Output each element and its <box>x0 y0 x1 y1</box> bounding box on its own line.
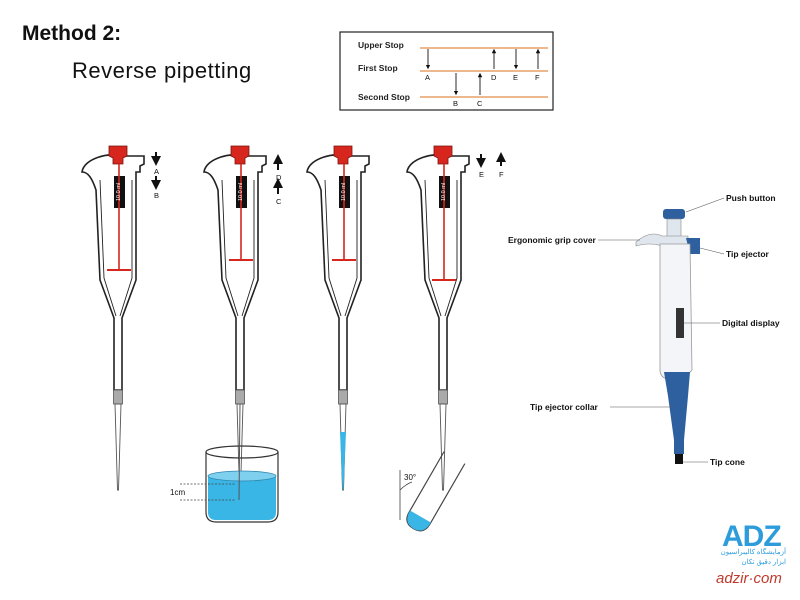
logo-line2: ابزار دقیق تکان <box>742 558 787 566</box>
pipette-step-1: 10.0 ml A B <box>81 145 161 491</box>
step2-letter-d: D <box>276 173 282 182</box>
step1-letter-a: A <box>154 167 159 176</box>
label-grip-cover: Ergonomic grip cover <box>508 235 597 245</box>
tilted-tube: 30° <box>399 451 466 532</box>
stop-letter-a: A <box>425 73 430 82</box>
display-value-4: 10.0 ml <box>441 183 447 201</box>
label-push-button: Push button <box>726 193 776 203</box>
step2-letter-c: C <box>276 197 282 206</box>
step4-letter-f: F <box>499 170 504 179</box>
stop-diagram: Upper Stop First Stop Second Stop A B C … <box>339 31 554 111</box>
stop-letter-c: C <box>477 99 483 108</box>
label-ejector-collar: Tip ejector collar <box>530 402 599 412</box>
pipette-step-3: 10.0 ml <box>306 145 370 491</box>
display-value: 10.0 ml <box>116 183 122 201</box>
page-subtitle: Reverse pipetting <box>72 58 252 83</box>
upper-stop-label: Upper Stop <box>358 40 404 50</box>
display-value-3: 10.0 ml <box>341 183 347 201</box>
first-stop-label: First Stop <box>358 63 398 73</box>
company-logo: ADZ آزمایشگاه کالیبراسیون ابزار دقیق تکا… <box>721 520 787 566</box>
pipette-step-2: 10.0 ml D C <box>203 145 283 491</box>
display-value-2: 10.0 ml <box>238 183 244 201</box>
second-stop-label: Second Stop <box>358 92 410 102</box>
label-tip-ejector: Tip ejector <box>726 249 770 259</box>
step1-letter-b: B <box>154 191 159 200</box>
stop-letter-b: B <box>453 99 458 108</box>
beaker: 1cm <box>170 403 279 523</box>
logo-line1: آزمایشگاه کالیبراسیون <box>721 546 787 556</box>
pipette-step-4: 10.0 ml E F <box>406 145 506 491</box>
depth-label: 1cm <box>170 488 185 497</box>
page-title: Method 2: <box>22 22 122 45</box>
anatomy-pipette <box>635 209 700 464</box>
stop-letter-e: E <box>513 73 518 82</box>
step4-letter-e: E <box>479 170 484 179</box>
stop-letter-d: D <box>491 73 497 82</box>
label-digital-display: Digital display <box>722 318 780 328</box>
logo-site: adzir·com <box>716 570 782 587</box>
stop-letter-f: F <box>535 73 540 82</box>
label-tip-cone: Tip cone <box>710 457 745 467</box>
logo-mark: ADZ <box>722 520 781 553</box>
angle-label: 30° <box>404 473 416 482</box>
